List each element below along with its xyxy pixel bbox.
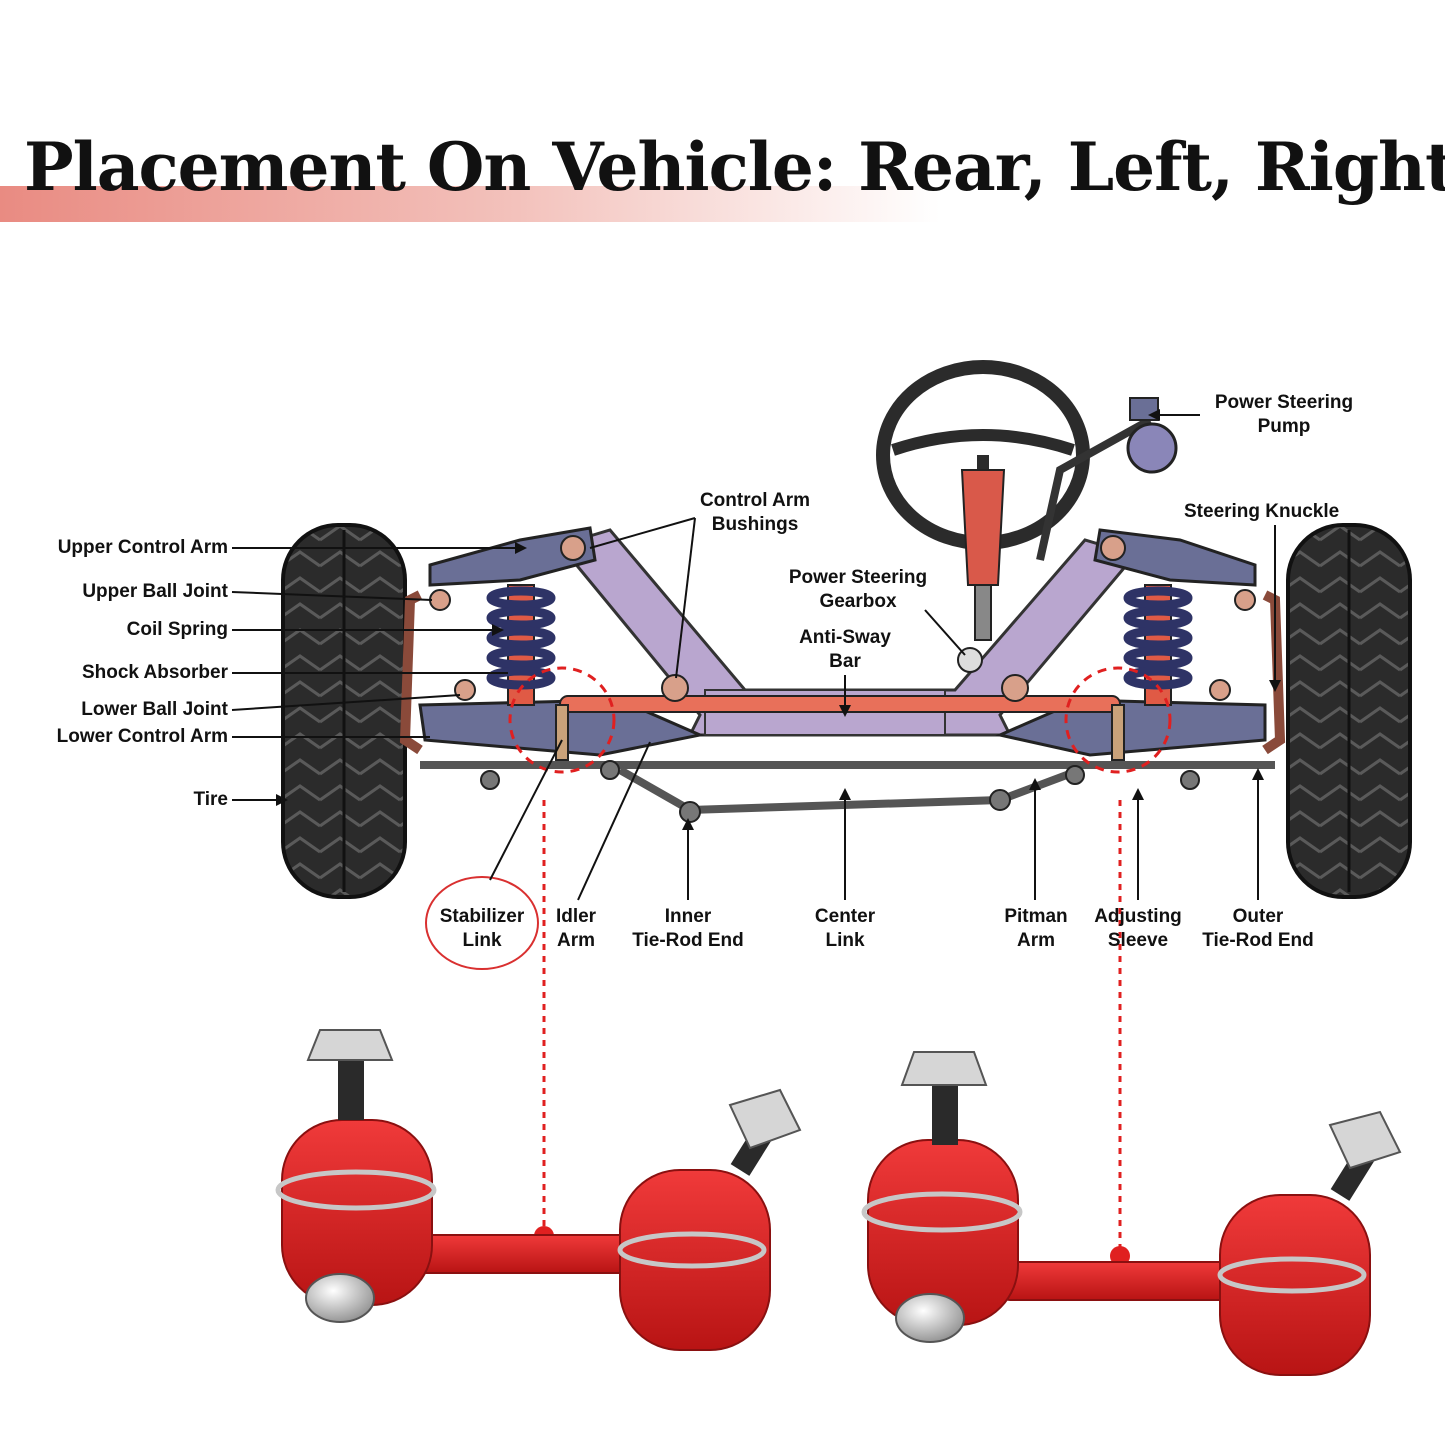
- page-title: Placement On Vehicle: Rear, Left, Right: [24, 128, 1445, 206]
- label-control-arm-bushings: Control Arm Bushings: [699, 490, 811, 535]
- left-upper-control-arm: [428, 526, 597, 587]
- label-inner-tie-rod-end: Inner Tie-Rod End: [632, 906, 744, 951]
- arrowheads: [276, 409, 1281, 830]
- left-stabilizer-highlight: [508, 666, 616, 774]
- label-idler-arm: Idler Arm: [555, 906, 597, 951]
- label-center-link: Center Link: [814, 906, 876, 951]
- label-pitman-arm: Pitman Arm: [1004, 906, 1068, 951]
- label-power-steering-gearbox: Power Steering Gearbox: [788, 567, 928, 612]
- left-steering-knuckle: [399, 590, 423, 755]
- label-upper-control-arm: Upper Control Arm: [57, 537, 228, 558]
- label-anti-sway-bar: Anti-Sway Bar: [799, 627, 891, 672]
- left-tire: [281, 523, 407, 899]
- label-lower-ball-joint: Lower Ball Joint: [81, 699, 228, 720]
- label-adjusting-sleeve: Adjusting Sleeve: [1094, 906, 1182, 951]
- right-steering-knuckle: [1262, 590, 1286, 755]
- label-lower-control-arm: Lower Control Arm: [56, 726, 228, 747]
- right-stabilizer-highlight: [1064, 666, 1172, 774]
- label-coil-spring: Coil Spring: [126, 619, 228, 640]
- label-power-steering-pump: Power Steering Pump: [1214, 392, 1354, 437]
- anti-sway-bar: [559, 695, 1121, 713]
- label-upper-ball-joint: Upper Ball Joint: [82, 581, 228, 602]
- control-arm-bushings: [429, 535, 1256, 702]
- label-shock-absorber: Shock Absorber: [81, 662, 228, 683]
- right-upper-control-arm: [1093, 528, 1257, 587]
- right-coil-spring: [1123, 584, 1193, 706]
- leader-lines: [231, 414, 1276, 901]
- label-stabilizer-link: Stabilizer Link: [439, 906, 525, 951]
- power-steering-pump: [1036, 397, 1178, 561]
- left-stabilizer-link-product: [275, 1029, 802, 1351]
- label-steering-knuckle: Steering Knuckle: [1184, 501, 1340, 522]
- label-outer-tie-rod-end: Outer Tie-Rod End: [1202, 906, 1314, 951]
- title-underline-band: [0, 186, 940, 222]
- right-stabilizer-link-product: [861, 1051, 1402, 1376]
- steering-linkage: [420, 761, 1275, 815]
- right-tire: [1286, 523, 1412, 899]
- tie-rod-joints: [480, 760, 1200, 823]
- stabilizer-link-callout: [425, 876, 539, 970]
- power-steering-gearbox: [957, 469, 1006, 673]
- left-coil-spring: [486, 584, 556, 706]
- label-tire: Tire: [193, 789, 228, 810]
